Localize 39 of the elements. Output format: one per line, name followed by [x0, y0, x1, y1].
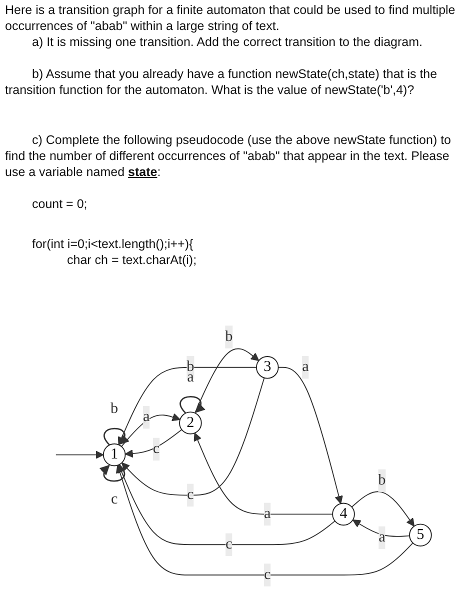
- question-text: c) Complete the following pseudocode (use the above newState function) to find the number of different occurrences of "abab" that appear in the text. Please use a variable named state:: [5, 132, 452, 180]
- arrow: [118, 366, 257, 446]
- node-circle: 5: [409, 524, 432, 546]
- node-circle: 3: [256, 356, 279, 379]
- edge-label: c: [264, 566, 271, 583]
- arrow: [116, 464, 414, 576]
- edge-label: b: [378, 472, 386, 488]
- arrow: [121, 377, 265, 496]
- arrow: [194, 432, 334, 515]
- question-text: a) It is missing one transition. Add the correct transition to the diagram.: [32, 34, 424, 50]
- arrow: [120, 413, 180, 447]
- edge-label: a: [143, 408, 150, 425]
- arrow: [55, 450, 104, 459]
- edge-label: a: [302, 358, 309, 376]
- edge-label: c: [226, 536, 232, 552]
- edge-label: b: [110, 400, 118, 418]
- edge-label: c: [110, 490, 118, 508]
- arrow: [278, 366, 343, 504]
- edge-label: a: [264, 506, 271, 522]
- edge-label: c: [152, 440, 160, 457]
- arrow: [124, 429, 182, 458]
- code-line: count = 0;: [32, 196, 88, 212]
- edge-label: b: [225, 328, 233, 345]
- arrow: [194, 348, 260, 414]
- question-text: b) Assume that you already have a function newState(ch,state) that is the transition function for the automaton. What is the value of newState('b',4)?: [5, 66, 438, 98]
- code-line: for(int i=0;i<text.length();i++){: [32, 236, 194, 252]
- self-loop-arrow: [100, 464, 126, 482]
- code-line: char ch = text.charAt(i);: [67, 252, 198, 268]
- node-circle: 1: [102, 443, 126, 466]
- edge-label: c: [187, 486, 194, 503]
- edge-label: a: [378, 529, 386, 546]
- arrow: [118, 464, 336, 546]
- question-text: Here is a transition graph for a finite automaton that could be used to find multiple occurrences of "abab" within a large string of text.: [5, 2, 456, 34]
- arrow: [351, 491, 415, 527]
- arrow: [352, 520, 410, 537]
- self-loop-arrow: [104, 428, 130, 446]
- node-circle: 4: [332, 502, 355, 526]
- self-loop-arrow: [180, 396, 206, 414]
- node-circle: 2: [179, 412, 202, 434]
